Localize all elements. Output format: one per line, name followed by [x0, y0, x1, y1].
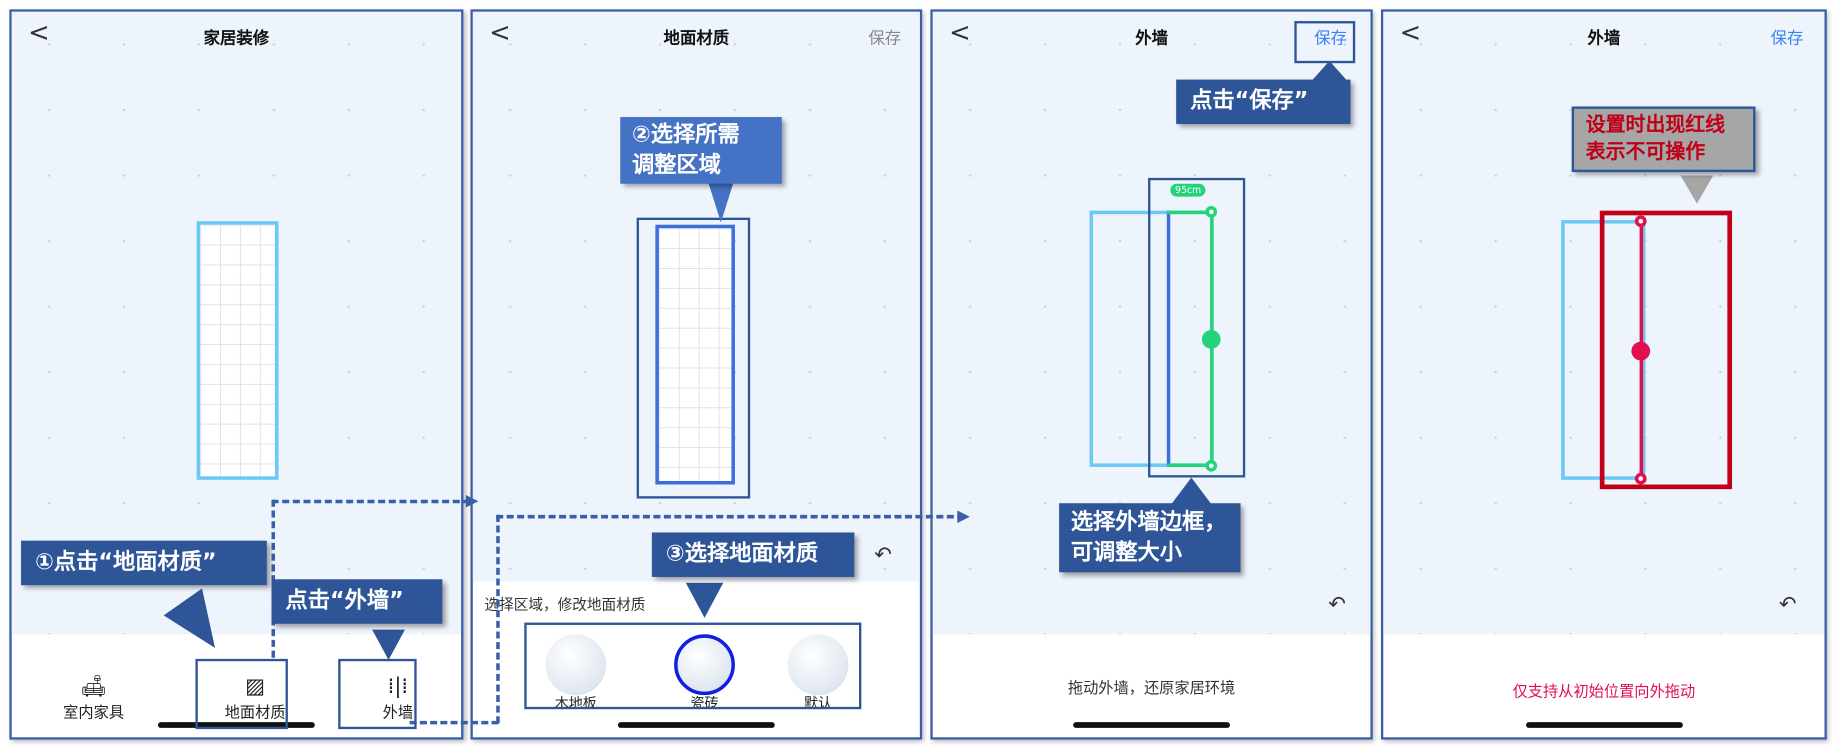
undo-icon[interactable]: ↶ — [1328, 592, 1346, 617]
flow-arrow — [271, 499, 276, 658]
flow-arrow — [496, 514, 500, 724]
callout-save: 点击“保存” — [1176, 79, 1351, 124]
wall-adjust-icon: ⁞|⁞ — [387, 674, 409, 699]
callout-line: 选择外墙边框， — [1070, 509, 1227, 535]
highlight-floor-material — [195, 658, 288, 730]
selected-room[interactable] — [655, 224, 735, 485]
highlight-exterior-wall — [338, 658, 417, 730]
nav-floor-material[interactable]: ▨ 地面材质 — [202, 674, 307, 722]
flow-arrow — [271, 499, 471, 504]
home-indicator — [157, 722, 315, 728]
flow-arrow — [409, 720, 499, 725]
hint-text: 拖动外墙，还原家居环境 — [1067, 679, 1236, 698]
resize-handle[interactable] — [1634, 215, 1647, 228]
callout-line: 调整区域 — [631, 151, 721, 178]
callout-tail — [1170, 477, 1213, 506]
drag-handle-icon[interactable] — [1201, 330, 1221, 349]
arrow-head-icon: ▶ — [957, 506, 970, 526]
highlight-invalid-area — [1599, 210, 1733, 490]
highlight-save — [1294, 21, 1356, 64]
back-button[interactable]: < — [28, 18, 50, 48]
callout-line: 表示不可操作 — [1585, 140, 1706, 164]
sofa-icon: 🛋 — [80, 674, 107, 699]
page-title: 家居装修 — [203, 29, 270, 48]
highlight-room — [636, 217, 751, 499]
undo-icon[interactable]: ↶ — [874, 543, 892, 568]
callout-step2: ②选择所需调整区域 — [620, 117, 782, 185]
callout-tail — [372, 629, 405, 661]
wall-bottom-edge — [1166, 463, 1214, 467]
save-button[interactable]: 保存 — [1770, 29, 1804, 48]
highlight-wall-frame — [1148, 177, 1246, 478]
home-indicator — [1525, 722, 1683, 728]
callout-tail — [1310, 60, 1349, 82]
nav-label: 外墙 — [382, 704, 414, 723]
callout-invalid: 设置时出现红线表示不可操作 — [1571, 106, 1756, 172]
save-button[interactable]: 保存 — [868, 29, 902, 48]
undo-icon[interactable]: ↶ — [1778, 592, 1797, 617]
material-default-swatch[interactable] — [787, 634, 849, 696]
home-indicator — [617, 722, 775, 728]
nav-label: 地面材质 — [224, 704, 286, 723]
back-button[interactable]: < — [949, 18, 971, 48]
nav-exterior-wall[interactable]: ⁞|⁞ 外墙 — [345, 674, 450, 722]
nav-furniture[interactable]: 🛋 室内家具 — [41, 674, 146, 722]
save-button[interactable]: 保存 — [1314, 29, 1348, 48]
material-wood-swatch[interactable] — [545, 634, 607, 696]
callout-line: 可调整大小 — [1070, 539, 1183, 565]
width-badge: 95cm — [1170, 183, 1206, 197]
room-outline[interactable] — [196, 221, 279, 480]
arrow-head-icon: ▶ — [465, 491, 479, 511]
floorplan-canvas[interactable] — [472, 11, 920, 582]
callout-wall-frame: 选择外墙边框， 可调整大小 — [1059, 503, 1241, 573]
flow-arrow — [496, 514, 965, 519]
callout-line: 设置时出现红线 — [1585, 113, 1726, 137]
material-tile-swatch[interactable] — [674, 634, 735, 696]
hint-text: 选择区域，修改地面材质 — [484, 595, 646, 614]
callout-step3: ③选择地面材质 — [651, 532, 855, 577]
callout-step1: ①点击“地面材质” — [21, 540, 267, 585]
warning-text: 仅支持从初始位置向外拖动 — [1512, 683, 1696, 702]
callout-line: ②选择所需 — [631, 121, 740, 148]
floor-texture-icon: ▨ — [245, 674, 266, 699]
screen-floor-material: < 地面材质 保存 ↶ 选择区域，修改地面材质 木地板 瓷砖 默认 — [470, 9, 923, 740]
page-title: 外墙 — [1135, 29, 1168, 48]
callout-wall: 点击“外墙” — [271, 579, 443, 624]
highlight-materials — [524, 622, 862, 710]
resize-handle[interactable] — [1205, 205, 1218, 218]
wall-top-edge — [1166, 210, 1214, 215]
home-indicator — [1073, 722, 1230, 728]
back-button[interactable]: < — [489, 18, 511, 48]
nav-label: 室内家具 — [63, 704, 125, 723]
screen-home-decor: < 家居装修 🛋 室内家具 ▨ 地面材质 ⁞|⁞ 外墙 — [9, 9, 464, 740]
callout-tail — [1680, 175, 1714, 204]
resize-handle[interactable] — [1634, 472, 1647, 485]
back-button[interactable]: < — [1399, 18, 1422, 48]
callout-tail — [685, 582, 724, 618]
resize-handle[interactable] — [1205, 459, 1218, 472]
drag-handle-icon[interactable] — [1631, 341, 1651, 361]
page-title: 外墙 — [1587, 29, 1621, 48]
wall-inner-line — [1166, 210, 1171, 467]
callout-tail — [706, 177, 735, 223]
page-title: 地面材质 — [663, 29, 730, 48]
